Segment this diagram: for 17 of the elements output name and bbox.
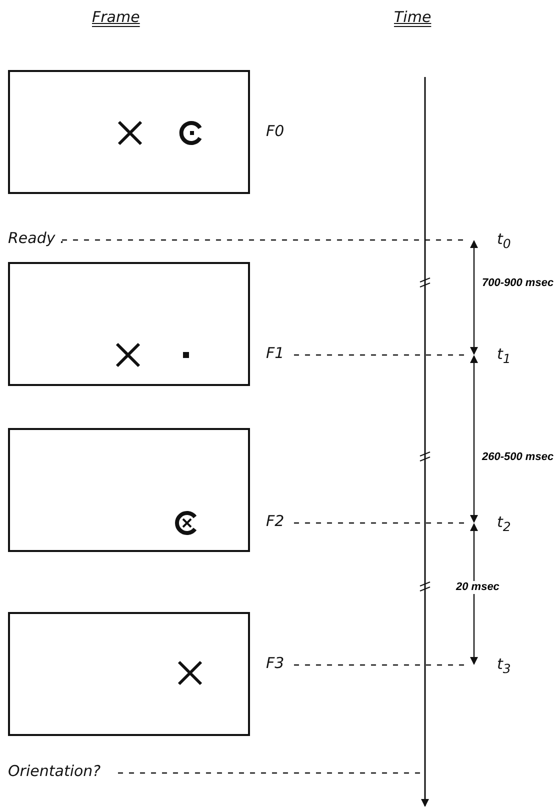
frame-box: [8, 612, 250, 736]
frame-label: F2: [266, 514, 284, 529]
time-mark: t$_{2}$: [497, 515, 511, 534]
frame-label: F3: [266, 656, 284, 671]
frame-label: F1: [266, 346, 284, 361]
frame-box: [8, 428, 250, 552]
time-mark: t$_{0}$: [497, 232, 511, 250]
column-heading: Time: [394, 10, 432, 25]
interval-label: 20 msec: [455, 581, 500, 594]
frame-label: F0: [266, 124, 284, 139]
frame-box: [8, 262, 250, 386]
frame-box: [8, 70, 250, 194]
time-mark: t$_{3}$: [497, 657, 511, 676]
event-label: Orientation?: [8, 764, 101, 779]
column-heading: Frame: [92, 10, 140, 25]
time-mark: t$_{1}$: [497, 347, 511, 366]
event-label: Ready .: [8, 231, 65, 246]
